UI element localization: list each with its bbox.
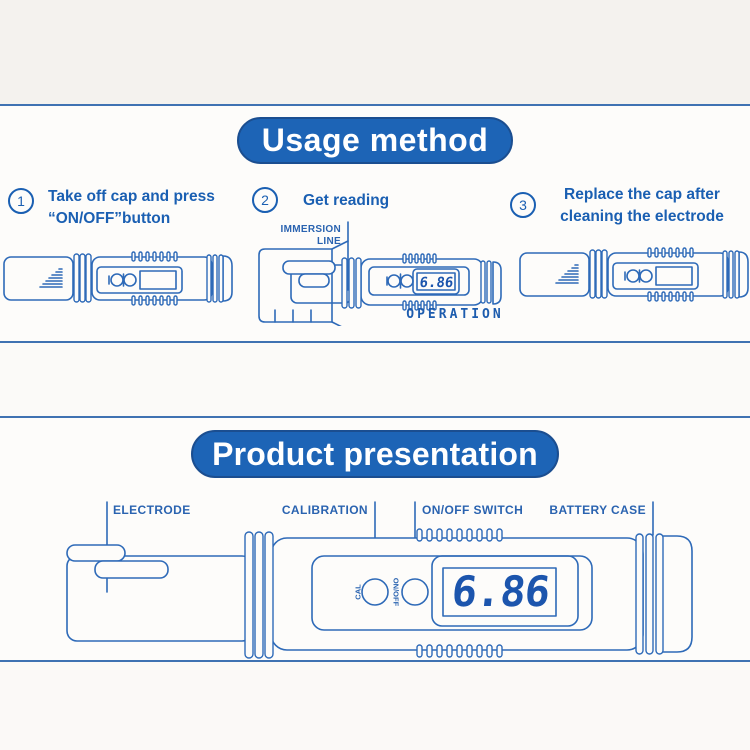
electrode-tongue (282, 260, 336, 275)
step-2-number: 2 (261, 192, 269, 208)
lcd-reading: 6.86 (419, 275, 454, 291)
step-1-number-badge: 1 (8, 188, 34, 214)
battery-case-label: BATTERY CASE (549, 503, 646, 517)
electrode (66, 544, 253, 642)
immersion-label-line1: IMMERSION (281, 224, 341, 235)
get-reading-illustration: IMMERSION LINE (258, 221, 503, 326)
step-3-line2: cleaning the electrode (560, 207, 724, 225)
calibration-label: CALIBRATION (282, 503, 368, 517)
lcd-reading: 6.86 (449, 567, 551, 616)
pen-in-cup: 6.86 (282, 253, 502, 311)
operation-label: OPERATION (406, 307, 503, 322)
battery-end-cap (492, 261, 502, 305)
step-3-number-badge: 3 (510, 192, 536, 218)
capped-pen-illustration-step3 (519, 247, 749, 302)
body-edge-ribs (402, 253, 437, 311)
step-1-number: 1 (17, 193, 25, 209)
step-3-number: 3 (519, 197, 527, 213)
step-1-line1: Take off cap and press (48, 188, 215, 205)
page-margin-bottom (0, 662, 750, 750)
immersion-label-line2: LINE (317, 236, 341, 247)
onoff-switch-label: ON/OFF SWITCH (422, 503, 523, 517)
page-margin-top (0, 0, 750, 104)
cal-button (361, 578, 389, 606)
section-gap (0, 343, 750, 416)
step-1-line2: “ON/OFF”button (48, 209, 171, 227)
usage-method-banner: Usage method (237, 117, 513, 164)
lcd (442, 567, 557, 617)
faceplate (368, 266, 470, 296)
product-diagram: ELECTRODE CALIBRATION ON/OFF SWITCH BATT… (66, 501, 693, 659)
electrode-slot (94, 560, 169, 579)
onoff-button (401, 578, 429, 606)
usage-method-title: Usage method (261, 122, 489, 158)
onoff-button-label: ON/OFF (392, 578, 401, 607)
display-bezel (412, 268, 460, 295)
electrode-tongue (66, 544, 126, 562)
body-edge-ribs (416, 528, 503, 658)
electrode-label: ELECTRODE (113, 503, 191, 517)
step-3-text: Replace the cap after cleaning the elect… (548, 184, 736, 227)
step-3-line1: Replace the cap after (564, 186, 720, 203)
battery-end-cap (660, 535, 693, 653)
battery-case (635, 533, 693, 655)
cal-button-label: CAL (354, 584, 363, 600)
step-2-text: Get reading (303, 190, 423, 212)
product-presentation-banner: Product presentation (191, 430, 559, 478)
capped-pen-illustration-step1 (3, 251, 233, 306)
electrode-slot (298, 273, 330, 288)
lcd (416, 272, 456, 291)
collar-rib (341, 257, 348, 309)
step-2-line1: Get reading (303, 192, 390, 209)
collar-ribs (244, 531, 274, 659)
step-2-number-badge: 2 (252, 187, 278, 213)
product-presentation-title: Product presentation (212, 435, 538, 472)
display-bezel (431, 555, 579, 627)
step-1-text: Take off cap and press “ON/OFF”button (48, 186, 228, 229)
